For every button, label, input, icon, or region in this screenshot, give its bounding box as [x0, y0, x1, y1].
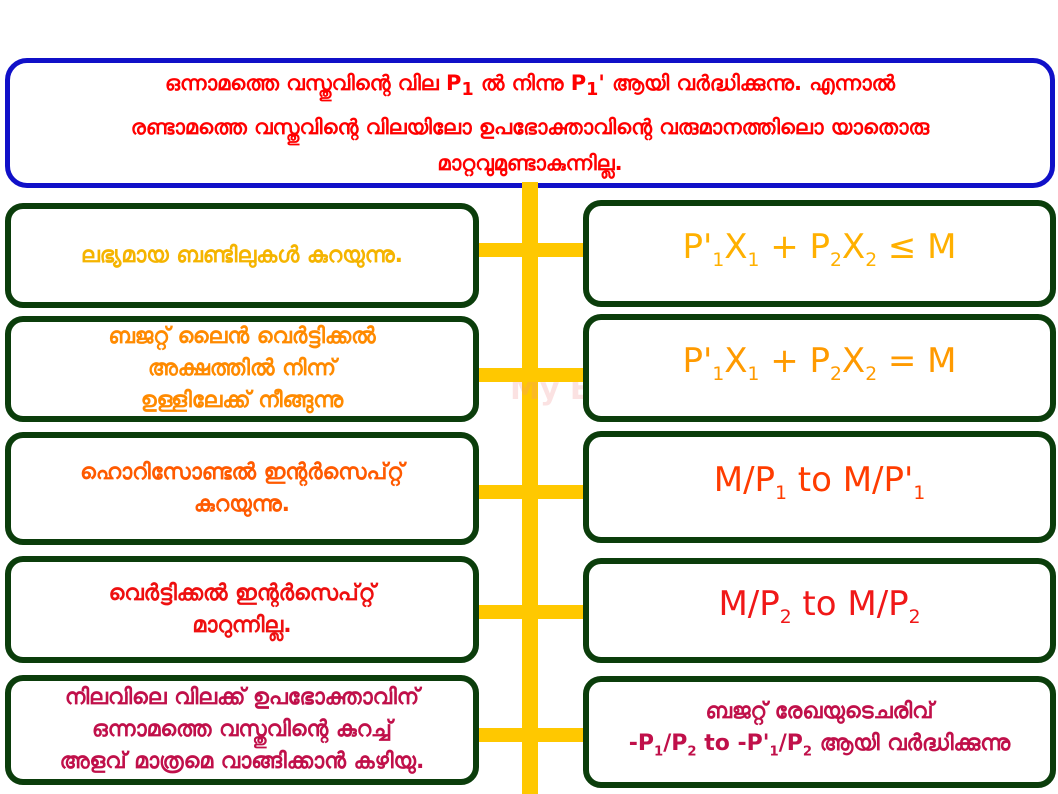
header-line-1: ഒന്നാമത്തെ വസ്തുവിന്റെ വില P1 ൽ നിന്നു P… — [165, 65, 895, 108]
effect-text: വെർട്ടിക്കൽ ഇന്റർസെപ്റ്റ് — [108, 580, 376, 606]
formula-text: /P — [663, 730, 688, 756]
effect-text: അളവ് മാത്രമെ വാങ്ങിക്കാൻ കഴിയു. — [59, 749, 425, 774]
subscript: 1 — [461, 80, 474, 101]
subscript: 1 — [747, 249, 760, 271]
formula-box-2: P'1X1 + P2X2 = M — [583, 314, 1056, 422]
formula-text: to M/P' — [786, 460, 914, 501]
subscript: 2 — [908, 606, 921, 628]
subscript: 1 — [769, 744, 779, 760]
subscript: 1 — [712, 249, 725, 271]
formula-line: M/P1 to M/P'1 — [714, 458, 925, 516]
formula-text: ആയി വർദ്ധിക്കുന്നു — [812, 730, 1011, 756]
formula-text: ഒന്നാമത്തെ വസ്തുവിന്റെ വില P — [164, 71, 462, 96]
formula-text: /P — [778, 730, 803, 756]
effect-text: ഒന്നാമത്തെ വസ്തുവിന്റെ കുറച്ച് — [92, 717, 392, 742]
subscript: 1 — [654, 744, 664, 760]
formula-text: -P — [628, 730, 655, 756]
effect-box-4: വെർട്ടിക്കൽ ഇന്റർസെപ്റ്റ് മാറുന്നില്ല. — [5, 556, 479, 663]
subscript: 2 — [830, 249, 842, 271]
effect-box-3: ഹൊറിസോണ്ടൽ ഇന്റർസെപ്റ്റ് കുറയുന്നു. — [5, 432, 479, 545]
formula-text: + P — [759, 341, 830, 382]
formula-box-3: M/P1 to M/P'1 — [583, 431, 1056, 543]
subscript: 1 — [712, 363, 725, 385]
effect-box-5: നിലവിലെ വിലക്ക് ഉപഭോക്താവിന് ഒന്നാമത്തെ വ… — [5, 675, 479, 785]
formula-text: X — [841, 341, 866, 382]
formula-text: X — [724, 226, 748, 267]
subscript: 2 — [865, 249, 878, 271]
formula-text: ' ആയി വർദ്ധിക്കുന്നു. എന്നാൽ — [598, 71, 896, 96]
effect-text: കുറയുന്നു. — [193, 491, 291, 517]
formula-text: X — [724, 341, 748, 382]
effect-text: ലഭ്യമായ ബണ്ടിലുകൾ കുറയുന്നു. — [80, 242, 404, 268]
formula-text: ൽ നിന്നു P — [473, 71, 587, 96]
connector-5 — [476, 728, 586, 742]
subscript: 2 — [865, 363, 878, 385]
formula-text: ബജറ്റ് രേഖയുടെചരിവ് — [705, 698, 934, 724]
formula-text: to M/P — [791, 583, 909, 624]
header-statement-box: ഒന്നാമത്തെ വസ്തുവിന്റെ വില P1 ൽ നിന്നു P… — [5, 58, 1055, 188]
connector-4 — [476, 605, 586, 619]
subscript: 2 — [687, 744, 697, 760]
formula-text: M/P — [718, 583, 780, 624]
effect-box-1: ലഭ്യമായ ബണ്ടിലുകൾ കുറയുന്നു. — [5, 203, 479, 308]
effect-text: അക്ഷത്തിൽ നിന്ന് — [147, 356, 337, 381]
effect-text: മാറുന്നില്ല. — [192, 612, 292, 638]
subscript: 2 — [802, 744, 813, 760]
formula-line: P'1X1 + P2X2 = M — [682, 339, 956, 397]
subscript: 1 — [747, 363, 760, 385]
connector-1 — [476, 243, 586, 257]
effect-text: ബജറ്റ് ലൈൻ വെർട്ടിക്കൽ — [108, 324, 376, 349]
formula-line: P'1X1 + P2X2 ≤ M — [682, 225, 956, 283]
effect-text: നിലവിലെ വിലക്ക് ഉപഭോക്താവിന് — [64, 685, 420, 710]
formula-line: M/P2 to M/P2 — [718, 582, 920, 640]
effect-text: ഹൊറിസോണ്ടൽ ഇന്റർസെപ്റ്റ് — [80, 459, 404, 485]
formula-text: = M — [877, 341, 957, 382]
formula-text: P' — [682, 341, 713, 382]
header-line-3: മാറ്റവുമുണ്ടാകുന്നില്ല. — [437, 150, 623, 175]
formula-text: + P — [759, 226, 830, 267]
subscript: 1 — [586, 80, 599, 101]
subscript: 1 — [775, 482, 787, 504]
formula-line: -P1/P2 to -P'1/P2 ആയി വർദ്ധിക്കുന്നു — [629, 728, 1011, 768]
connector-2 — [476, 368, 586, 382]
formula-line: ബജറ്റ് രേഖയുടെചരിവ് — [706, 696, 934, 728]
formula-box-5: ബജറ്റ് രേഖയുടെചരിവ്-P1/P2 to -P'1/P2 ആയി… — [583, 676, 1056, 788]
header-line-2: രണ്ടാമത്തെ വസ്തുവിന്റെ വിലയിലോ ഉപഭോക്താവ… — [130, 114, 930, 139]
effect-text: ഉള്ളിലേക്ക് നീങ്ങുന്നു — [140, 388, 344, 413]
formula-text: to -P' — [696, 730, 770, 756]
connector-3 — [476, 485, 586, 499]
formula-text: ≤ M — [877, 226, 957, 267]
formula-text: X — [841, 226, 866, 267]
formula-text: P' — [682, 226, 713, 267]
subscript: 2 — [830, 363, 842, 385]
formula-box-1: P'1X1 + P2X2 ≤ M — [583, 200, 1056, 307]
formula-box-4: M/P2 to M/P2 — [583, 558, 1056, 663]
effect-box-2: ബജറ്റ് ലൈൻ വെർട്ടിക്കൽ അക്ഷത്തിൽ നിന്ന് ഉള… — [5, 316, 479, 422]
subscript: 1 — [913, 482, 926, 504]
subscript: 2 — [779, 606, 792, 628]
formula-text: M/P — [713, 460, 776, 501]
